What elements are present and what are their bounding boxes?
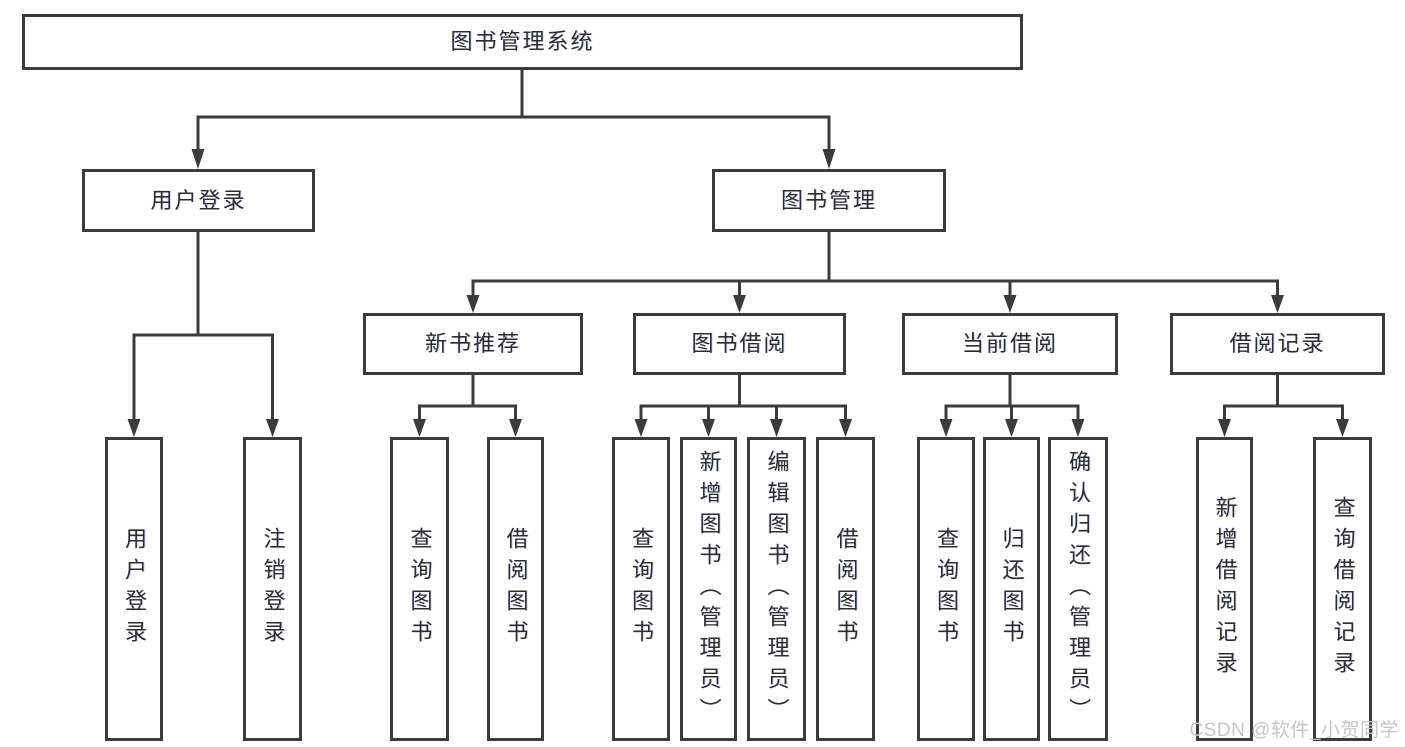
node-borrowing-records: 借阅记录: [1170, 313, 1385, 375]
node-label: 图书管理: [780, 187, 877, 213]
connector-borrow-records-split: [1218, 375, 1349, 437]
connector-book-borrow-split: [634, 375, 852, 437]
node-label: 借阅图书: [833, 527, 859, 651]
leaf-add-books-admin: 新增图书（管理员）: [680, 437, 737, 741]
node-label: 新增图书（管理员）: [696, 449, 722, 729]
leaf-borrow-books-borrow: 借阅图书: [816, 437, 875, 741]
arrow-down-icon: [127, 419, 141, 437]
arrow-down-icon: [191, 149, 205, 169]
arrow-down-icon: [1071, 419, 1085, 437]
leaf-confirm-return-admin: 确认归还（管理员）: [1048, 437, 1108, 741]
leaf-return-books: 归还图书: [983, 437, 1040, 741]
leaf-logout: 注销登录: [243, 437, 302, 741]
arrow-down-icon: [939, 419, 953, 437]
arrow-down-icon: [1005, 419, 1018, 437]
node-label: 注销登录: [260, 527, 286, 651]
leaf-query-books-current: 查询图书: [917, 437, 975, 741]
connector-root-split: [191, 67, 836, 169]
node-root: 图书管理系统: [22, 14, 1023, 70]
leaf-query-borrow-record: 查询借阅记录: [1313, 437, 1372, 741]
arrow-down-icon: [1336, 419, 1349, 437]
node-label: 图书管理系统: [450, 29, 595, 54]
arrow-down-icon: [822, 149, 836, 169]
arrow-down-icon: [1003, 295, 1017, 313]
node-label: 查询借阅记录: [1330, 496, 1356, 682]
arrow-down-icon: [1271, 295, 1284, 313]
arrow-down-icon: [413, 419, 426, 437]
arrow-down-icon: [634, 419, 648, 437]
arrow-down-icon: [770, 419, 783, 437]
arrow-down-icon: [1218, 419, 1231, 437]
node-label: 查询图书: [934, 527, 959, 651]
node-user-login: 用户登录: [82, 169, 315, 232]
node-label: 编辑图书（管理员）: [764, 449, 790, 729]
node-current-borrowing: 当前借阅: [902, 313, 1118, 375]
node-label: 用户登录: [150, 187, 247, 213]
node-book-management: 图书管理: [712, 169, 946, 232]
arrow-down-icon: [509, 419, 522, 437]
node-new-book-recommendation: 新书推荐: [363, 313, 583, 375]
watermark: CSDN @软件_小贺同学: [1189, 720, 1399, 741]
node-label: 新书推荐: [424, 331, 521, 356]
arrow-down-icon: [702, 419, 715, 437]
node-book-borrowing: 图书借阅: [633, 313, 846, 375]
connector-user-login-split: [127, 232, 279, 437]
node-label: 查询图书: [407, 527, 433, 651]
node-label: 当前借阅: [961, 331, 1058, 356]
leaf-add-borrow-record: 新增借阅记录: [1196, 437, 1253, 741]
node-label: 图书借阅: [691, 331, 788, 356]
node-label: 确认归还（管理员）: [1066, 449, 1091, 729]
leaf-query-books-borrow: 查询图书: [612, 437, 670, 741]
connector-current-borrow-split: [939, 375, 1085, 437]
leaf-edit-books-admin: 编辑图书（管理员）: [747, 437, 806, 741]
arrow-down-icon: [466, 295, 480, 313]
leaf-borrow-books-recommend: 借阅图书: [487, 437, 544, 741]
node-label: 查询图书: [629, 527, 654, 651]
node-label: 归还图书: [999, 527, 1025, 651]
arrow-down-icon: [839, 419, 852, 437]
arrow-down-icon: [266, 419, 279, 437]
node-label: 新增借阅记录: [1212, 496, 1238, 682]
node-label: 用户登录: [122, 527, 147, 651]
leaf-query-books-recommend: 查询图书: [390, 437, 449, 741]
arrow-down-icon: [733, 295, 746, 313]
connector-new-book-split: [413, 375, 522, 437]
connector-book-management-split: [466, 232, 1284, 313]
leaf-user-login: 用户登录: [105, 437, 163, 741]
node-label: 借阅图书: [503, 527, 529, 651]
node-label: 借阅记录: [1229, 331, 1326, 356]
